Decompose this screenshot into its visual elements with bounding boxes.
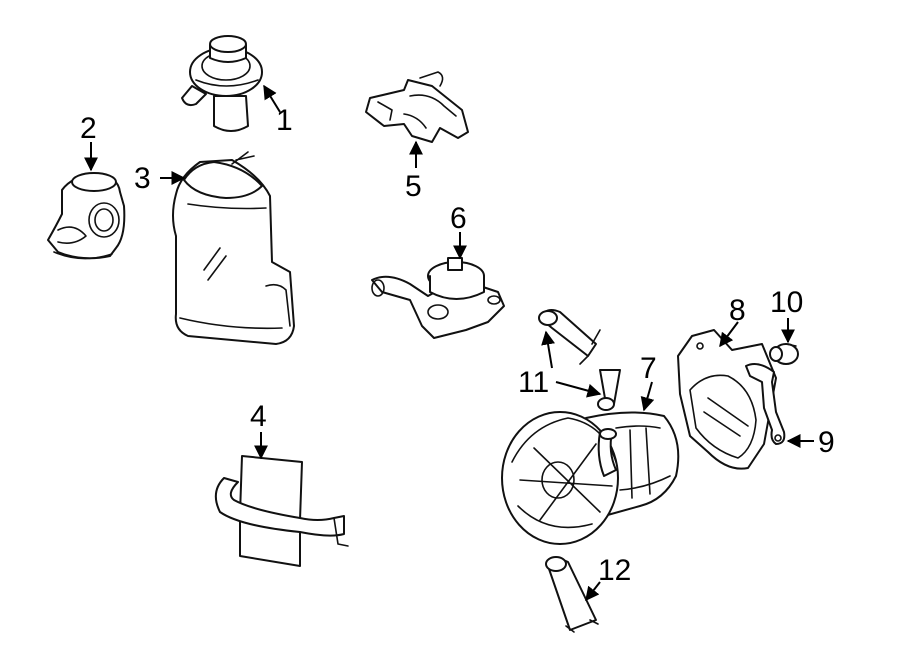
callout-2: 2	[80, 112, 97, 145]
grommet-part-10	[769, 343, 799, 365]
callout-11: 11	[518, 366, 549, 399]
canister-part-3	[172, 151, 295, 345]
leader-7	[640, 381, 655, 412]
leader-11a	[541, 330, 555, 369]
bracket-part-4	[214, 455, 349, 567]
callout-labels: 1 2 3 4 5 6 7 8 9 10 11 12	[80, 104, 835, 587]
hose-part-11	[538, 309, 621, 411]
callout-5: 5	[405, 170, 422, 203]
callout-leaders	[84, 84, 814, 602]
valve-part-2	[47, 172, 126, 260]
hose-part-12	[545, 556, 599, 633]
air-pump-part-7	[501, 411, 680, 545]
leader-12	[585, 581, 601, 602]
bracket-arm-part-9	[745, 363, 786, 445]
valve-part-6	[371, 257, 505, 339]
callout-7: 7	[640, 352, 657, 385]
callout-1: 1	[276, 104, 293, 137]
gasket-part-8	[677, 329, 777, 470]
callout-6: 6	[450, 202, 467, 235]
clip-part-5	[365, 71, 469, 143]
leader-8	[719, 321, 739, 348]
callout-4: 4	[250, 400, 267, 433]
callout-8: 8	[729, 294, 746, 327]
callout-10: 10	[770, 286, 803, 319]
callout-9: 9	[818, 426, 835, 459]
egr-valve-part-1	[181, 35, 263, 132]
callout-12: 12	[598, 554, 631, 587]
leader-11b	[555, 381, 602, 398]
callout-3: 3	[134, 162, 151, 195]
leader-1	[263, 84, 281, 113]
